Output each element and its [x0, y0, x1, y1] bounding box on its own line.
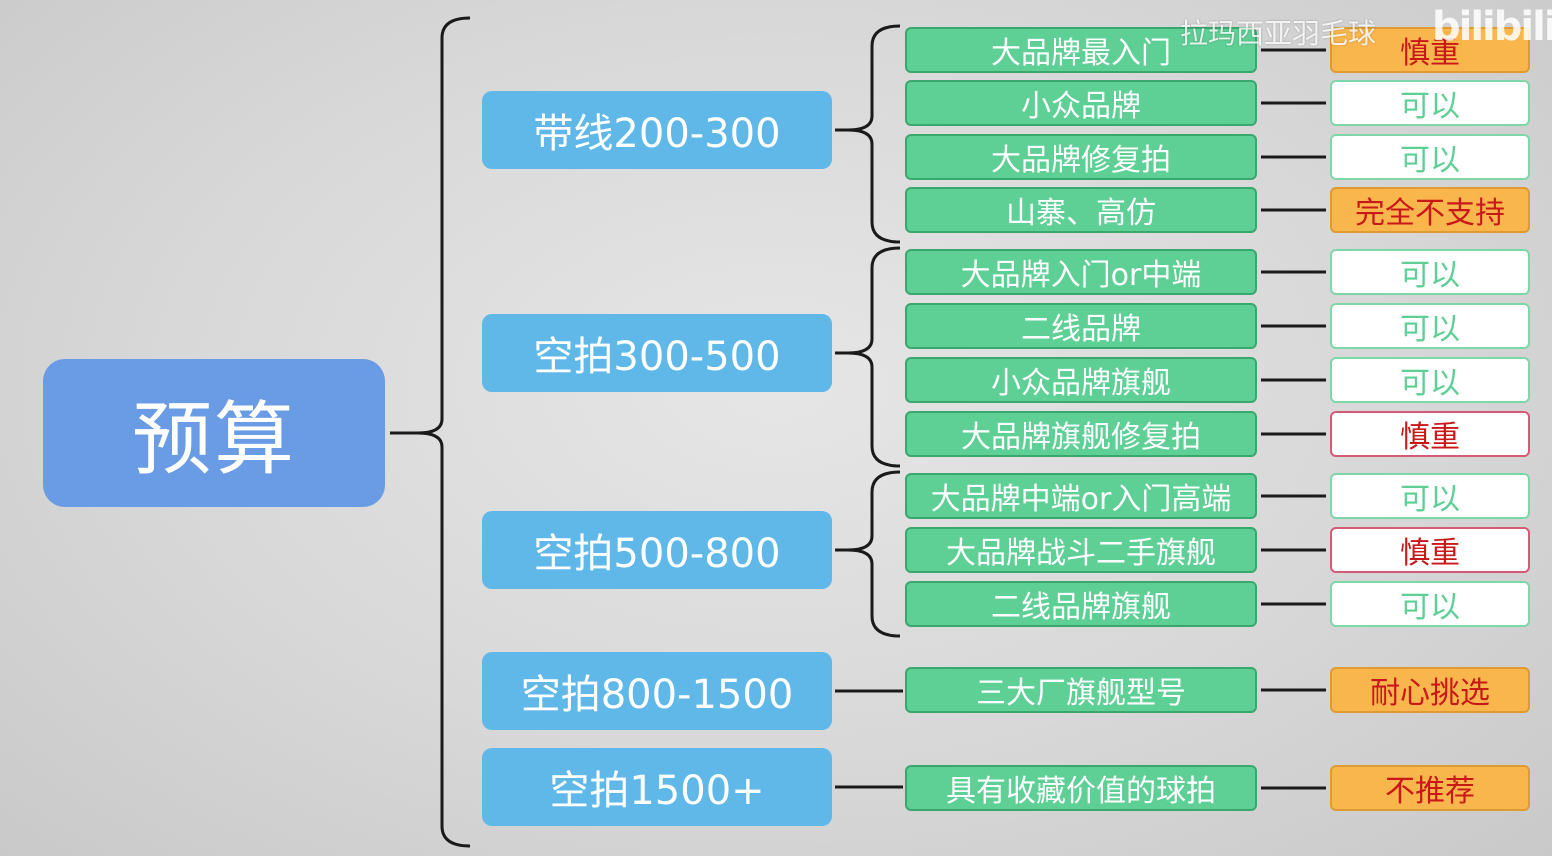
bilibili-logo: bilibili	[1432, 4, 1552, 50]
verdict-badge: 可以	[1330, 134, 1530, 180]
category-brace	[847, 470, 901, 638]
verdict-badge: 不推荐	[1330, 765, 1530, 811]
item-node: 大品牌旗舰修复拍	[905, 411, 1257, 457]
verdict-badge: 慎重	[1330, 411, 1530, 457]
category-brace	[847, 246, 901, 468]
item-node: 三大厂旗舰型号	[905, 667, 1257, 713]
verdict-badge: 完全不支持	[1330, 187, 1530, 233]
item-node: 小众品牌旗舰	[905, 357, 1257, 403]
verdict-badge: 可以	[1330, 80, 1530, 126]
category-brace	[847, 24, 901, 244]
category-node: 空拍800-1500	[482, 652, 832, 730]
watermark-text: 拉玛西亚羽毛球	[1180, 17, 1377, 50]
category-node: 带线200-300	[482, 91, 832, 169]
item-node: 二线品牌旗舰	[905, 581, 1257, 627]
verdict-badge: 可以	[1330, 303, 1530, 349]
verdict-badge: 可以	[1330, 357, 1530, 403]
item-node: 大品牌最入门	[905, 27, 1257, 73]
item-node: 二线品牌	[905, 303, 1257, 349]
verdict-badge: 可以	[1330, 249, 1530, 295]
root-brace	[417, 16, 471, 848]
verdict-badge: 可以	[1330, 581, 1530, 627]
item-node: 大品牌中端or入门高端	[905, 473, 1257, 519]
category-node: 空拍500-800	[482, 511, 832, 589]
category-node: 空拍1500+	[482, 748, 832, 826]
verdict-badge: 慎重	[1330, 27, 1530, 73]
item-node: 大品牌入门or中端	[905, 249, 1257, 295]
item-node: 山寨、高仿	[905, 187, 1257, 233]
item-node: 大品牌修复拍	[905, 134, 1257, 180]
root-node: 预算	[43, 359, 385, 507]
item-node: 具有收藏价值的球拍	[905, 765, 1257, 811]
verdict-badge: 耐心挑选	[1330, 667, 1530, 713]
verdict-badge: 慎重	[1330, 527, 1530, 573]
category-node: 空拍300-500	[482, 314, 832, 392]
item-node: 大品牌战斗二手旗舰	[905, 527, 1257, 573]
item-node: 小众品牌	[905, 80, 1257, 126]
verdict-badge: 可以	[1330, 473, 1530, 519]
